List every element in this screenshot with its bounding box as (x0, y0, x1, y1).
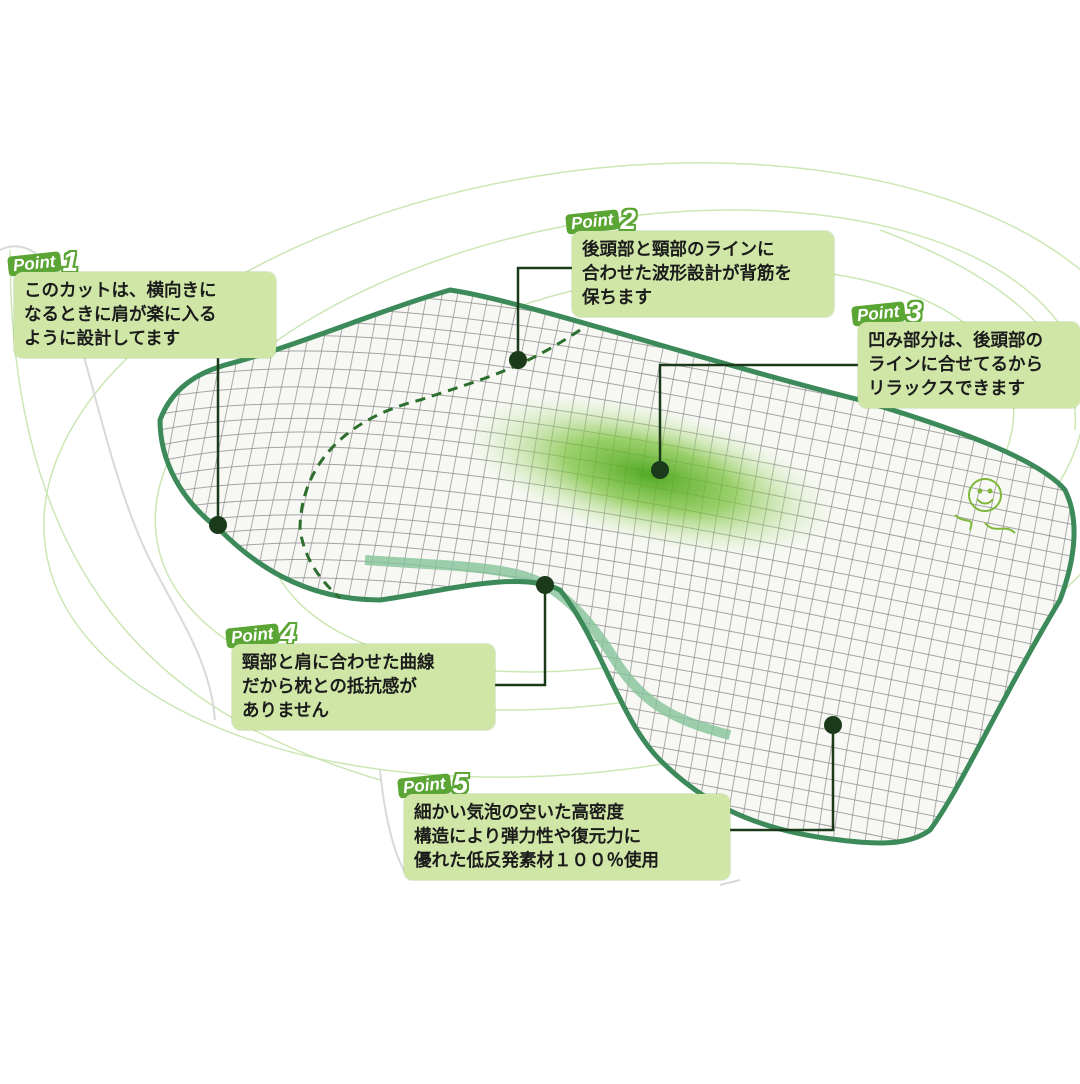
point-4-callout: 頸部と肩に合わせた曲線 だから枕との抵抗感が ありません (232, 644, 495, 730)
point-5-line: 細かい気泡の空いた高密度 (414, 803, 624, 823)
swirl-ring (43, 162, 1080, 778)
point-2-line: 保ちます (582, 288, 652, 308)
leader-dot-4 (536, 576, 554, 594)
swirl-arc (9, 249, 381, 781)
pillow-edge (157, 287, 1077, 846)
point-1-line: なるときに肩が楽に入る (24, 305, 217, 325)
point-1-tag: Point 1 (7, 246, 79, 277)
leader-dot-2 (509, 351, 527, 369)
point-4-line: 頸部と肩に合わせた曲線 (242, 653, 435, 673)
point-4-line: ありません (242, 701, 329, 721)
point-4-line: だから枕との抵抗感が (242, 677, 417, 697)
point-5-tag: Point 5 (397, 768, 469, 799)
leader-dots (209, 351, 842, 734)
point-5-line: 構造により弾力性や復元力に (414, 827, 642, 847)
point-1-line: ように設計してます (24, 329, 181, 349)
point-3-line: ラインに合せてるから (868, 355, 1043, 375)
point-2-line: 合わせた波形設計が背筋を (582, 264, 792, 284)
point-4-number: 4 (280, 618, 297, 649)
point-3-line: リラックスできます (868, 379, 1025, 399)
leader-dot-1 (209, 516, 227, 534)
mesh-line-horizontal (140, 864, 1080, 992)
mesh-line-horizontal (140, 882, 1080, 1008)
leader-lines (216, 266, 858, 832)
leader-dot-5 (824, 716, 842, 734)
point-2-tag: Point 2 (565, 204, 637, 235)
mesh-line-horizontal (140, 900, 1080, 1024)
leaf-face-logo-icon (954, 478, 1016, 534)
leader-line-3 (658, 363, 858, 470)
wave-dashed-line (298, 328, 581, 600)
point-3-line: 凹み部分は、後頭部の (868, 331, 1043, 351)
point-2-callout: 後頭部と頸部のラインに 合わせた波形設計が背筋を 保ちます (572, 231, 834, 317)
point-1-line: このカットは、横向きに (24, 281, 217, 301)
leader-line-2 (516, 266, 572, 360)
leader-line-5 (728, 725, 835, 832)
point-5-number: 5 (452, 768, 469, 799)
point-1-callout: このカットは、横向きに なるときに肩が楽に入る ように設計してます (14, 272, 276, 358)
point-5-callout: 細かい気泡の空いた高密度 構造により弾力性や復元力に 優れた低反発素材１００％使… (404, 794, 730, 880)
point-1-number: 1 (62, 246, 79, 277)
leader-line-4 (495, 585, 547, 687)
leader-dot-3 (651, 461, 669, 479)
point-2-line: 後頭部と頸部のラインに (582, 240, 775, 260)
mesh-line-horizontal (160, 528, 1075, 657)
point-3-tag: Point 3 (851, 296, 923, 327)
mesh-line-horizontal (160, 499, 1075, 625)
point-3-number: 3 (906, 296, 923, 327)
pillow-body (160, 290, 1075, 843)
point-5-line: 優れた低反発素材１００％使用 (414, 851, 659, 871)
head-dent-highlight (464, 394, 836, 556)
point-2-number: 2 (620, 204, 637, 235)
point-3-callout: 凹み部分は、後頭部の ラインに合せてるから リラックスできます (858, 322, 1080, 408)
point-4-tag: Point 4 (225, 618, 297, 649)
